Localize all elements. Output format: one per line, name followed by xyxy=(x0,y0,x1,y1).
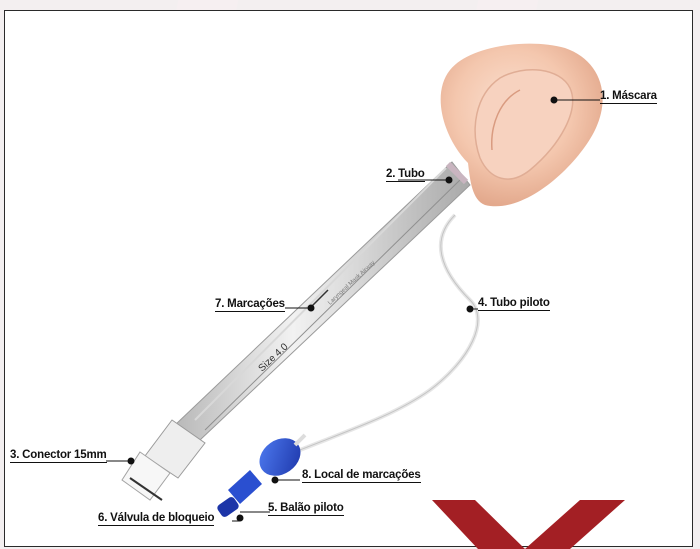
label-tubo: 2. Tubo xyxy=(386,168,425,182)
lock-valve xyxy=(216,470,262,518)
label-mascara: 1. Máscara xyxy=(600,90,657,104)
label-marcacoes: 7. Marcações xyxy=(215,298,285,312)
label-local-marcacoes: 8. Local de marcações xyxy=(302,469,421,483)
label-balao-piloto: 5. Balão piloto xyxy=(268,502,344,516)
label-valvula: 6. Válvula de bloqueio xyxy=(98,512,214,526)
label-tubo-piloto: 4. Tubo piloto xyxy=(478,297,550,311)
brand-logo-mark xyxy=(432,500,625,549)
label-conector: 3. Conector 15mm xyxy=(10,449,107,463)
pilot-balloon xyxy=(252,430,308,483)
